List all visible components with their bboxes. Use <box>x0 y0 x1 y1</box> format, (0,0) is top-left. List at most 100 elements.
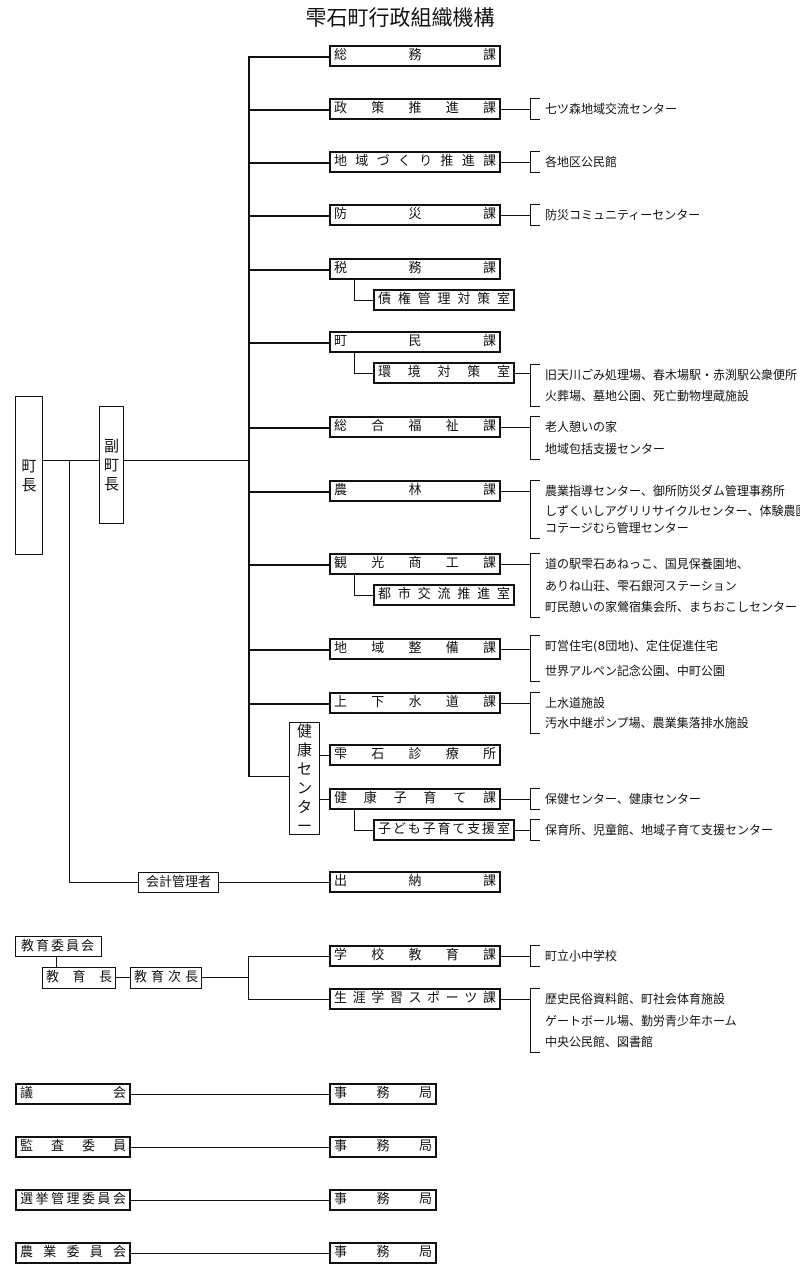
facility-item: 町営住宅(8団地)、定住促進住宅 <box>545 639 718 653</box>
label-char: 防 <box>334 207 348 222</box>
label-char: 局 <box>418 1245 432 1260</box>
connector-line <box>354 300 373 301</box>
department-box: 防災課 <box>329 204 501 226</box>
department-box: 地域づくり推進課 <box>329 151 501 173</box>
connector-line <box>354 595 373 596</box>
label-char: 室 <box>496 822 510 837</box>
label-char: 務 <box>376 1245 390 1260</box>
label-char: タ <box>296 797 312 816</box>
label-char: 教 <box>134 970 148 985</box>
label-char: 課 <box>482 948 496 963</box>
label-char: 政 <box>334 101 348 116</box>
facility-item: 汚水中継ポンプ場、農業集落排水施設 <box>545 716 749 730</box>
label-char: 合 <box>371 419 385 434</box>
connector-line <box>202 977 249 978</box>
facility-bracket <box>530 98 540 120</box>
health-center-box: 健康センター <box>289 722 320 835</box>
connector-line <box>501 703 530 704</box>
facility-item: 保健センター、健康センター <box>545 792 701 806</box>
label-char: 上 <box>334 695 348 710</box>
label-char: 推 <box>440 154 454 169</box>
label-char: 工 <box>445 556 459 571</box>
connector-line <box>43 460 99 461</box>
connector-line <box>501 799 530 800</box>
connector-line <box>515 373 530 374</box>
label-char: 課 <box>482 419 496 434</box>
label-char: 課 <box>482 334 496 349</box>
branch-line <box>248 649 329 651</box>
connector-line <box>354 810 355 830</box>
connector-line <box>501 491 530 492</box>
label-char: 課 <box>482 556 496 571</box>
label-char: 涯 <box>352 991 366 1006</box>
label-char: 観 <box>334 556 348 571</box>
label-char: ツ <box>464 991 478 1006</box>
committee-box: 監査委員 <box>15 1136 131 1158</box>
label-char: 務 <box>408 48 422 63</box>
label-char: 局 <box>418 1086 432 1101</box>
facility-bracket <box>530 151 540 173</box>
label-char: 課 <box>482 874 496 889</box>
mayor-box: 町長 <box>15 396 43 555</box>
label-char: 子 <box>393 791 407 806</box>
department-box: 地域整備課 <box>329 638 501 660</box>
label-char: 策 <box>467 365 481 380</box>
label-char: 委 <box>66 1245 80 1260</box>
label-char: 備 <box>445 641 459 656</box>
label-char: 事 <box>334 1139 348 1154</box>
label-char: 育 <box>423 791 437 806</box>
facility-bracket <box>530 945 540 967</box>
label-char: 務 <box>408 261 422 276</box>
label-char: 進 <box>461 154 475 169</box>
branch-line <box>248 162 329 164</box>
label-char: 光 <box>371 556 385 571</box>
label-char: 療 <box>445 747 459 762</box>
branch-line <box>248 56 329 58</box>
label-char: 域 <box>371 641 385 656</box>
connector-line <box>219 882 329 883</box>
label-char: 援 <box>482 822 496 837</box>
label-char: 挙 <box>35 1192 49 1207</box>
connector-line <box>131 1253 329 1254</box>
facility-item: ゲートボール場、勤労青少年ホーム <box>545 1014 737 1028</box>
department-box: 町民課 <box>329 331 501 353</box>
label-char: 債 <box>378 292 392 307</box>
label-char: 長 <box>21 475 37 494</box>
accountant-label: 会計管理者 <box>145 874 211 890</box>
label-char: 室 <box>496 587 510 602</box>
label-char: 災 <box>408 207 422 222</box>
label-char: 境 <box>407 365 421 380</box>
connector-line <box>124 460 249 461</box>
label-char: 権 <box>397 292 411 307</box>
label-char: 支 <box>467 822 481 837</box>
facility-bracket <box>530 364 540 407</box>
label-char: 健 <box>296 721 312 740</box>
label-char: て <box>453 791 467 806</box>
connector-line <box>248 776 289 777</box>
department-box: 雫石診療所 <box>329 744 501 766</box>
label-char: も <box>407 822 421 837</box>
connector-line <box>131 1147 329 1148</box>
branch-line <box>248 999 329 1000</box>
label-char: く <box>397 154 411 169</box>
chart-title: 雫石町行政組織機構 <box>305 6 495 30</box>
label-char: 教 <box>408 948 422 963</box>
label-char: 交 <box>417 587 431 602</box>
connector-line <box>354 353 355 373</box>
label-char: 事 <box>334 1192 348 1207</box>
label-char: 課 <box>482 154 496 169</box>
label-char: 課 <box>482 695 496 710</box>
label-char: 長 <box>184 970 198 985</box>
connector-line <box>501 564 530 565</box>
label-char: ポ <box>427 991 441 1006</box>
connector-line <box>501 956 530 957</box>
secretariat-box: 事務局 <box>329 1136 437 1158</box>
label-char: て <box>452 822 466 837</box>
branch-line <box>248 342 329 344</box>
label-char: 町 <box>21 456 37 475</box>
facility-item: 保育所、児童館、地域子育て支援センター <box>545 823 774 837</box>
connector-line <box>501 999 530 1000</box>
label-char: づ <box>376 154 390 169</box>
label-char: 雫 <box>334 747 348 762</box>
facility-bracket <box>530 692 540 734</box>
